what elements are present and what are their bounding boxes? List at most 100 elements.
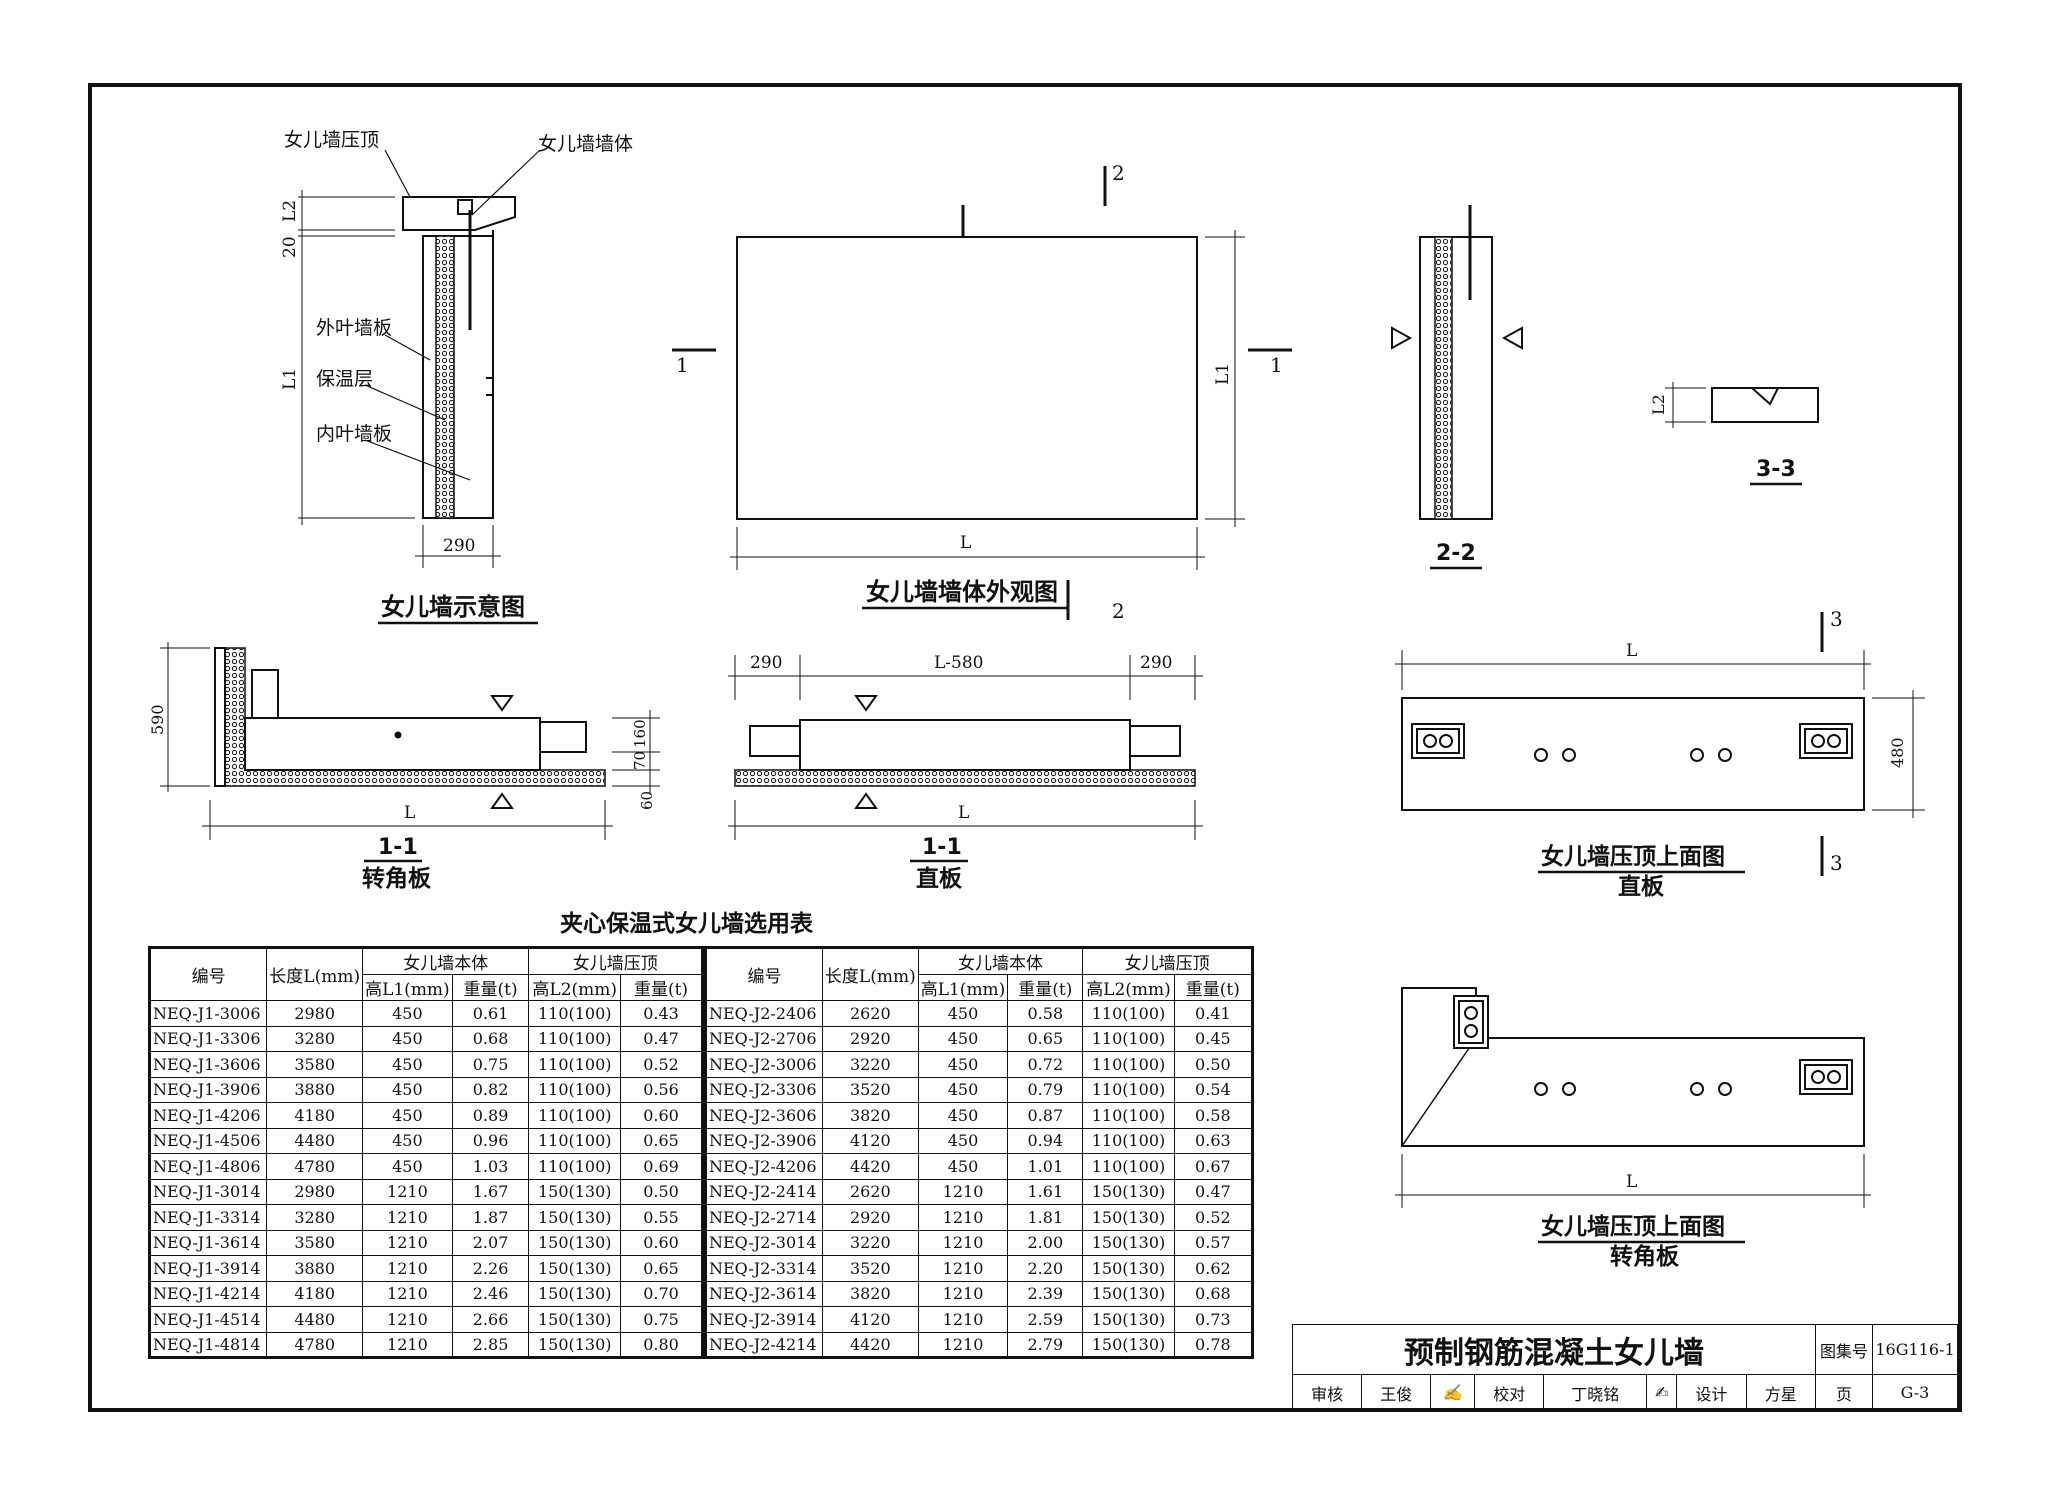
table-cell: 0.50 <box>1173 1051 1254 1078</box>
page-number: G-3 <box>1872 1374 1958 1411</box>
table-cell: 450 <box>362 1051 453 1078</box>
dim-l580: L-580 <box>934 653 983 673</box>
table-cell: NEQ-J1-4514 <box>148 1306 268 1333</box>
table-cell: 0.62 <box>1173 1255 1254 1282</box>
caption-11-corner: 1-1 <box>378 835 418 860</box>
dim-290-left: 290 <box>750 653 782 673</box>
table-cell: NEQ-J2-3014 <box>705 1229 823 1256</box>
checker-signature: ✍ <box>1646 1374 1678 1411</box>
table-cell: 110(100) <box>528 1153 622 1180</box>
table-cell: NEQ-J2-2706 <box>705 1025 823 1052</box>
table-cell: NEQ-J1-3614 <box>148 1229 268 1256</box>
table-cell: 110(100) <box>528 1051 622 1078</box>
label-inner-leaf: 内叶墙板 <box>316 423 392 445</box>
table-cell: 0.57 <box>1173 1229 1254 1256</box>
dim-l-elev: L <box>960 533 971 553</box>
table-cell: 450 <box>362 1127 453 1154</box>
table-cell: 0.58 <box>1173 1102 1254 1129</box>
table-cell: 150(130) <box>528 1280 622 1307</box>
table-cell: NEQ-J1-4814 <box>148 1331 268 1358</box>
table-cell: NEQ-J1-3014 <box>148 1178 268 1205</box>
table-cell: 3280 <box>266 1204 364 1231</box>
table-cell: 2920 <box>821 1025 919 1052</box>
table-cell: 0.78 <box>1173 1331 1254 1358</box>
dim-480: 480 <box>1888 737 1907 768</box>
table-cell: 0.65 <box>620 1127 703 1154</box>
dim-290: 290 <box>443 536 475 556</box>
header-coping-weight: 重量(t) <box>620 974 703 1001</box>
review-label: 审核 <box>1291 1374 1363 1411</box>
drawing-frame <box>88 83 1962 1412</box>
table-cell: 2.66 <box>451 1306 530 1333</box>
page-label: 页 <box>1815 1374 1873 1411</box>
table-cell: NEQ-J1-3914 <box>148 1255 268 1282</box>
table-cell: 0.69 <box>620 1153 703 1180</box>
table-cell: 0.50 <box>620 1178 703 1205</box>
caption-coping-plan-straight: 女儿墙压顶上面图 <box>1541 843 1725 870</box>
table-cell: 0.82 <box>451 1076 530 1103</box>
table-cell: 150(130) <box>1082 1306 1175 1333</box>
atlas-label: 图集号 <box>1815 1324 1873 1375</box>
table-cell: 150(130) <box>1082 1178 1175 1205</box>
table-cell: 110(100) <box>528 1076 622 1103</box>
atlas-number: 16G116-1 <box>1872 1324 1958 1375</box>
table-cell: 450 <box>917 1025 1009 1052</box>
check-label: 校对 <box>1474 1374 1545 1411</box>
table-cell: 150(130) <box>528 1255 622 1282</box>
table-cell: NEQ-J1-4806 <box>148 1153 268 1180</box>
header-body: 女儿墙本体 <box>917 947 1084 975</box>
caption-11-straight: 1-1 <box>922 835 962 860</box>
caption-schematic: 女儿墙示意图 <box>381 593 525 621</box>
table-cell: 0.94 <box>1007 1127 1084 1154</box>
table-cell: 1210 <box>362 1331 453 1358</box>
table-cell: 1.03 <box>451 1153 530 1180</box>
selection-table-right: 编号 长度L(mm) 女儿墙本体 女儿墙压顶 高L1(mm) 重量(t) 高L2… <box>704 946 1254 1359</box>
table-cell: 150(130) <box>528 1204 622 1231</box>
table-cell: 1210 <box>362 1178 453 1205</box>
table-cell: 2.20 <box>1007 1255 1084 1282</box>
table-cell: 150(130) <box>528 1229 622 1256</box>
dim-70: 70 <box>631 751 649 770</box>
section-2-2 <box>1391 205 1523 520</box>
table-cell: 4420 <box>821 1153 919 1180</box>
table-cell: 450 <box>917 1127 1009 1154</box>
table-cell: 1.01 <box>1007 1153 1084 1180</box>
table-cell: 1.87 <box>451 1204 530 1231</box>
table-cell: 0.47 <box>1173 1178 1254 1205</box>
label-parapet-coping: 女儿墙压顶 <box>284 129 379 151</box>
table-cell: 110(100) <box>1082 1000 1175 1027</box>
table-cell: 3820 <box>821 1102 919 1129</box>
sec-1-left: 1 <box>676 353 689 377</box>
sec-3-top: 3 <box>1830 607 1843 631</box>
table-cell: 1210 <box>362 1204 453 1231</box>
table-cell: NEQ-J1-4506 <box>148 1127 268 1154</box>
table-cell: 0.89 <box>451 1102 530 1129</box>
header-l2: 高L2(mm) <box>1082 974 1175 1001</box>
dim-20: 20 <box>280 236 300 258</box>
table-cell: 4120 <box>821 1127 919 1154</box>
header-body: 女儿墙本体 <box>362 947 530 975</box>
table-cell: 150(130) <box>1082 1229 1175 1256</box>
table-cell: 1210 <box>362 1229 453 1256</box>
table-cell: NEQ-J1-3606 <box>148 1051 268 1078</box>
table-cell: 110(100) <box>1082 1025 1175 1052</box>
table-cell: 450 <box>362 1102 453 1129</box>
table-cell: 1.81 <box>1007 1204 1084 1231</box>
title-block: 预制钢筋混凝土女儿墙 图集号 16G116-1 审核 王俊 ✍ 校对 丁晓铭 ✍… <box>1291 1324 1958 1411</box>
table-cell: 150(130) <box>528 1306 622 1333</box>
table-cell: 0.55 <box>620 1204 703 1231</box>
table-cell: 2620 <box>821 1178 919 1205</box>
table-cell: 4180 <box>266 1102 364 1129</box>
table-cell: 0.79 <box>1007 1076 1084 1103</box>
caption-section-22: 2-2 <box>1436 541 1476 566</box>
dim-l-coping-corner: L <box>1626 1172 1637 1192</box>
coping-plan-straight <box>1395 612 1925 876</box>
